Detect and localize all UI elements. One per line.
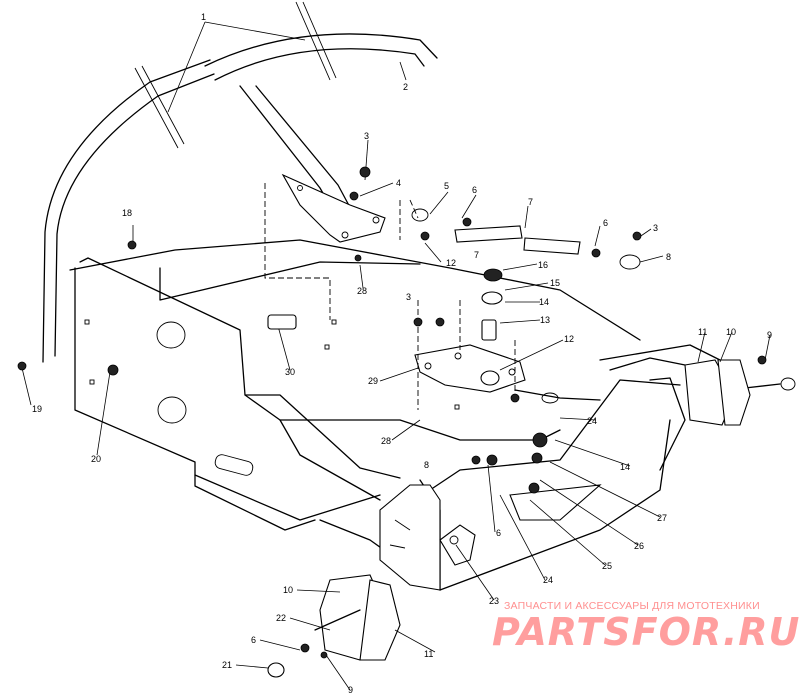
leader-lines — [21, 21, 771, 691]
spindle-housings — [267, 359, 751, 678]
watermark-brand: PARTSFOR.RU — [492, 610, 800, 654]
callout-11: 11 — [698, 327, 707, 337]
callout-8: 8 — [666, 252, 671, 262]
callout-12: 12 — [446, 258, 456, 268]
callout-28: 28 — [381, 436, 391, 446]
callout-10: 10 — [726, 327, 736, 337]
callout-21: 21 — [222, 660, 232, 670]
callout-18: 18 — [122, 208, 132, 218]
watermark-subtitle: ЗАПЧАСТИ И АКСЕССУАРЫ ДЛЯ МОТОТЕХНИКИ — [504, 600, 760, 612]
callout-labels: 1 2 3 4 5 6 7 6 3 8 12 18 7 16 15 28 14 … — [32, 12, 772, 694]
callout-26: 26 — [634, 541, 644, 551]
callout-27: 27 — [657, 513, 667, 523]
callout-10: 10 — [283, 585, 293, 595]
callout-9: 9 — [767, 330, 772, 340]
callout-6: 6 — [603, 218, 608, 228]
handlebar-assembly — [42, 1, 438, 363]
callout-9: 9 — [348, 685, 353, 694]
callout-14: 14 — [539, 297, 549, 307]
callout-4: 4 — [396, 178, 401, 188]
callout-14: 14 — [620, 462, 630, 472]
callout-7: 7 — [528, 197, 533, 207]
callout-6: 6 — [251, 635, 256, 645]
callout-12: 12 — [564, 334, 574, 344]
callout-24: 24 — [543, 575, 553, 585]
callout-19: 19 — [32, 404, 42, 414]
callout-20: 20 — [91, 454, 101, 464]
callout-2: 2 — [403, 82, 408, 92]
callout-13: 13 — [540, 315, 550, 325]
callout-6: 6 — [472, 185, 477, 195]
callout-22: 22 — [276, 613, 286, 623]
clamp-plate — [281, 173, 386, 243]
callout-24: 24 — [587, 416, 597, 426]
callout-28: 28 — [357, 286, 367, 296]
callout-25: 25 — [602, 561, 612, 571]
callout-3: 3 — [364, 131, 369, 141]
callout-6: 6 — [496, 528, 501, 538]
tie-rods — [411, 208, 796, 404]
callout-3: 3 — [406, 292, 411, 302]
callout-29: 29 — [368, 376, 378, 386]
callout-1: 1 — [201, 12, 206, 22]
callout-15: 15 — [550, 278, 560, 288]
callout-16: 16 — [538, 260, 548, 270]
callout-8: 8 — [424, 460, 429, 470]
callout-5: 5 — [444, 181, 449, 191]
callout-23: 23 — [489, 596, 499, 606]
callout-3: 3 — [653, 223, 658, 233]
bellcrank-plate — [414, 268, 526, 393]
callout-7: 7 — [474, 250, 479, 260]
lower-bracket — [379, 484, 602, 591]
hardware — [17, 166, 767, 659]
callout-11: 11 — [424, 649, 433, 659]
callout-30: 30 — [285, 367, 295, 377]
